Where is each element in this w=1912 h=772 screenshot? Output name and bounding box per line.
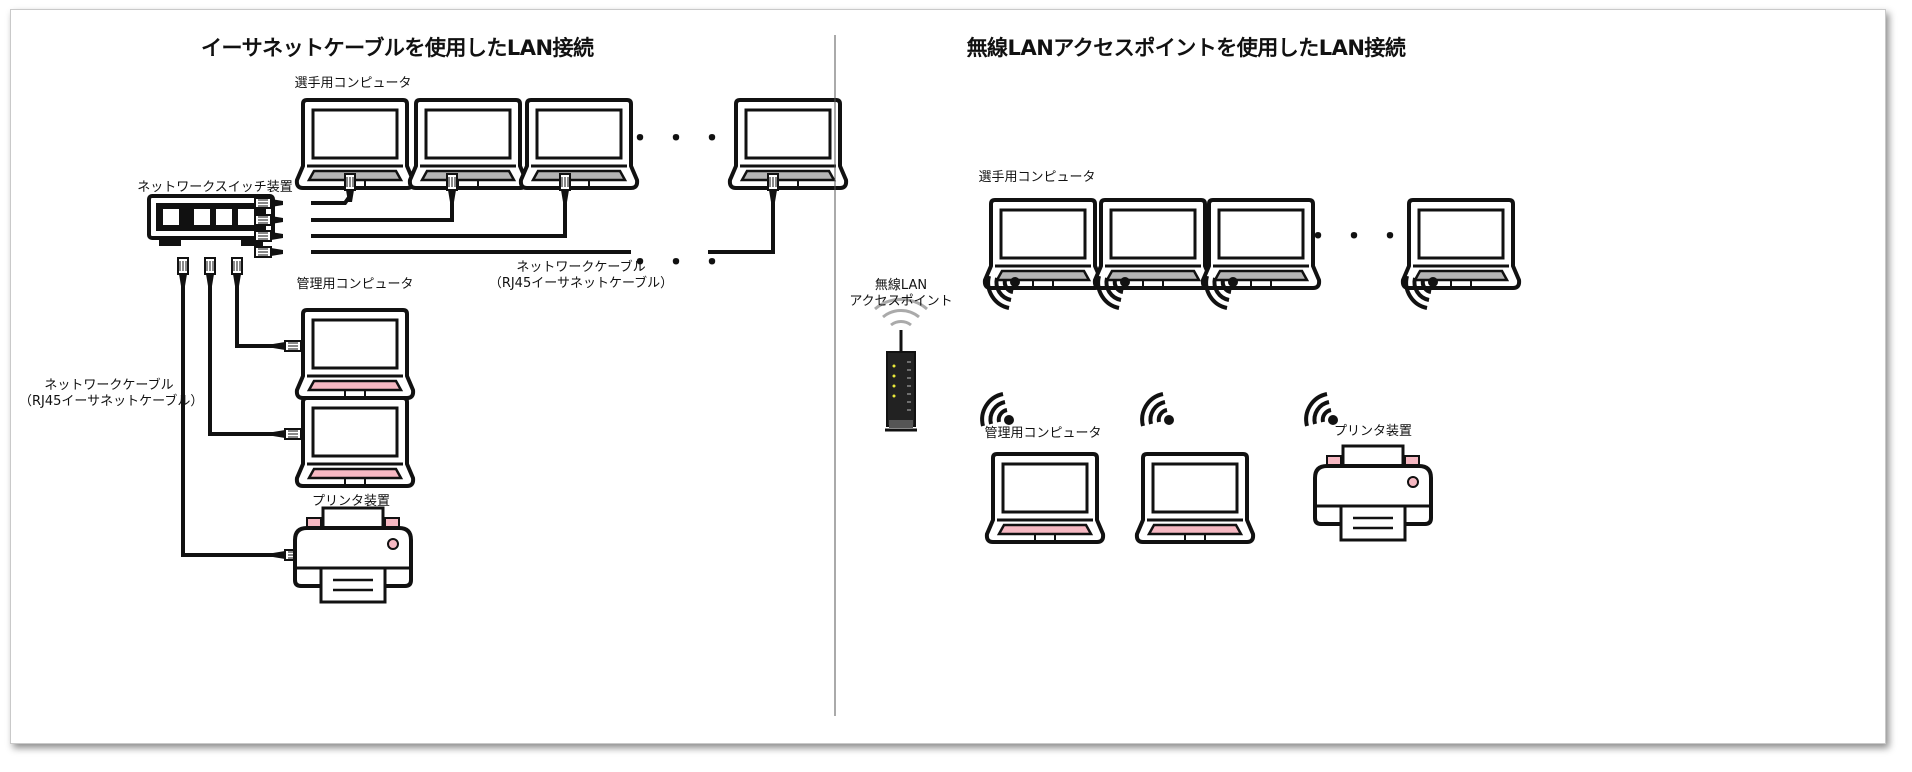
- laptop-icon: [984, 452, 1106, 544]
- network-switch-icon: [147, 194, 275, 246]
- printer-label: プリンタ装置: [311, 494, 390, 509]
- access-point-icon: [874, 297, 928, 432]
- printer-icon: [1313, 444, 1433, 542]
- rj45-plug-icon: [204, 257, 216, 287]
- wifi-signal-icon: [1304, 392, 1340, 428]
- printer-label: プリンタ装置: [1333, 424, 1412, 439]
- access-point-label-line1: 無線LAN: [874, 278, 928, 293]
- rj45-plug-icon: [254, 214, 284, 226]
- rj45-plug-icon: [272, 340, 302, 352]
- rj45-plug-icon: [177, 257, 189, 287]
- laptop-icon: [982, 198, 1104, 290]
- wifi-signal-icon: [980, 392, 1016, 428]
- laptop-icon: [1092, 198, 1214, 290]
- access-point-label: 無線LAN アクセスポイント: [841, 278, 961, 310]
- rj45-plug-icon: [767, 173, 779, 203]
- laptop-icon: [727, 98, 849, 190]
- rj45-plug-icon: [231, 257, 243, 287]
- rj45-plug-icon: [254, 246, 284, 258]
- wifi-signal-icon: [1140, 392, 1176, 428]
- network-diagram: [147, 35, 1522, 716]
- diagram-frame: イーサネットケーブルを使用したLAN接続 無線LANアクセスポイントを使用したL…: [10, 9, 1886, 744]
- cable-label-right: ネットワークケーブル （RJ45イーサネットケーブル）: [481, 260, 681, 292]
- rj45-plug-icon: [559, 173, 571, 203]
- left-panel-title: イーサネットケーブルを使用したLAN接続: [201, 36, 594, 60]
- cable-label-line2: （RJ45イーサネットケーブル）: [488, 276, 674, 291]
- switch-label: ネットワークスイッチ装置: [137, 180, 293, 195]
- laptop-icon: [1134, 452, 1256, 544]
- rj45-plug-icon: [446, 173, 458, 203]
- network-cable: [181, 189, 775, 557]
- ellipsis: ・・・: [1305, 222, 1414, 252]
- rj45-plug-icon: [254, 197, 284, 209]
- laptop-icon: [1400, 198, 1522, 290]
- laptop-icon: [518, 98, 640, 190]
- admin-computer-label: 管理用コンピュータ: [984, 426, 1102, 441]
- cable-label-line1: ネットワークケーブル: [516, 260, 646, 275]
- cable-label-line1: ネットワークケーブル: [44, 378, 174, 393]
- ellipsis: ・・・: [627, 248, 736, 278]
- laptop-icon: [407, 98, 529, 190]
- player-computers-label: 選手用コンピュータ: [294, 76, 412, 91]
- admin-computer-label: 管理用コンピュータ: [296, 277, 414, 292]
- laptop-icon: [294, 308, 416, 400]
- right-panel-title: 無線LANアクセスポイントを使用したLAN接続: [966, 36, 1406, 60]
- printer-icon: [293, 506, 413, 604]
- ellipsis: ・・・: [627, 124, 736, 154]
- cable-label-line2: （RJ45イーサネットケーブル）: [19, 394, 204, 409]
- access-point-label-line2: アクセスポイント: [849, 294, 953, 309]
- rj45-plug-icon: [272, 428, 302, 440]
- cable-label-left: ネットワークケーブル （RJ45イーサネットケーブル）: [19, 378, 204, 410]
- rj45-plug-icon: [254, 230, 284, 242]
- player-computers-label: 選手用コンピュータ: [978, 170, 1096, 185]
- laptop-icon: [294, 396, 416, 488]
- laptop-icon: [1200, 198, 1322, 290]
